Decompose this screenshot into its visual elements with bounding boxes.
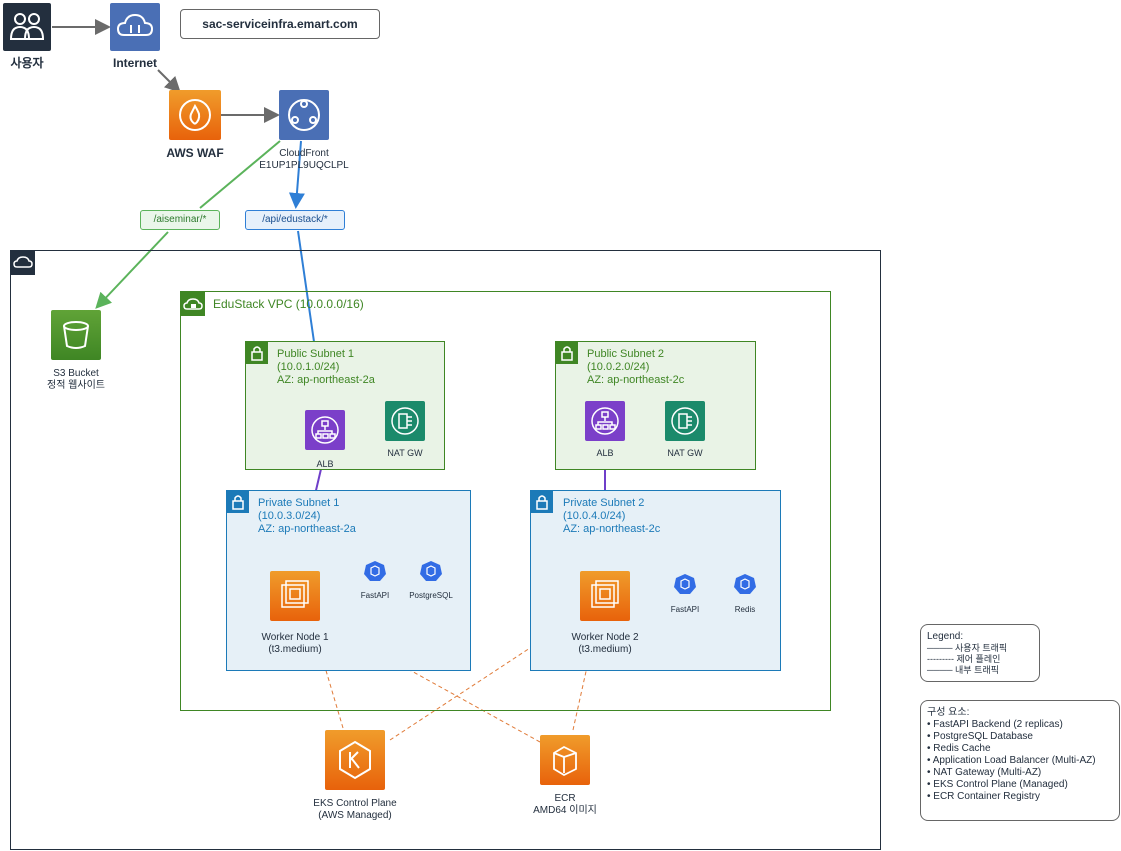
postgresql-pod-icon [420,560,442,582]
edge-cloudfront-aiseminar [199,140,281,209]
component-item: • Redis Cache [927,743,991,754]
component-item: • FastAPI Backend (2 replicas) [927,719,1063,730]
nat-1-label: NAT GW [387,448,423,458]
private-subnet-2-title-3: AZ: ap-northeast-2c [563,523,661,535]
lock-icon [531,491,553,513]
component-item: • EKS Control Plane (Managed) [927,779,1068,790]
internet-label: Internet [112,56,157,70]
worker-node-2-label-1: Worker Node 2 [571,632,639,643]
user-icon [3,3,51,51]
vpc-title: EduStack VPC (10.0.0.0/16) [213,297,364,311]
fastapi-pod-2-icon [674,573,696,595]
cloudfront-label-1: CloudFront [279,148,329,159]
postgresql-pod-label: PostgreSQL [409,591,453,600]
public-subnet-2-title-1: Public Subnet 2 [587,348,665,360]
legend-item: --------- 제어 플레인 [927,654,1001,664]
component-item: • NAT Gateway (Multi-AZ) [927,767,1042,778]
worker-node-2-label-2: (t3.medium) [578,644,632,655]
route-aiseminar: /aiseminar/* [140,210,220,230]
waf-icon [169,90,221,140]
edge-aiseminar-s3 [95,231,169,309]
lock-icon [246,342,268,364]
private-subnet-2-title-2: (10.0.4.0/24) [563,510,626,522]
alb-2-label: ALB [596,448,614,458]
redis-pod-label: Redis [734,605,756,614]
public-subnet-2-title-3: AZ: ap-northeast-2c [587,374,685,386]
component-item: • ECR Container Registry [927,791,1040,802]
internet-icon [110,3,160,51]
component-item: • PostgreSQL Database [927,731,1033,742]
public-subnet-1-title-2: (10.0.1.0/24) [277,361,340,373]
ecr-label-1: ECR [554,793,576,804]
alb-1-label: ALB [316,459,334,469]
worker-node-2-icon [580,571,630,621]
private-subnet-1-title-2: (10.0.3.0/24) [258,510,321,522]
edge-internet-waf [157,69,181,93]
fastapi-pod-1-label: FastAPI [360,591,390,600]
user-label: 사용자 [10,56,44,70]
domain-label: sac-serviceinfra.emart.com [202,17,358,31]
legend-item: ──── 내부 트래픽 [927,665,999,675]
domain-label-box: sac-serviceinfra.emart.com [180,9,380,39]
public-subnet-1-title-1: Public Subnet 1 [277,348,355,360]
lock-icon [556,342,578,364]
lock-icon [227,491,249,513]
private-subnet-1-title-1: Private Subnet 1 [258,497,340,509]
public-subnet-1: Public Subnet 1 (10.0.1.0/24) AZ: ap-nor… [245,341,445,470]
components-box: 구성 요소: • FastAPI Backend (2 replicas) • … [920,700,1120,821]
vpc-icon [181,292,205,316]
redis-pod-icon [734,573,756,595]
alb-1-icon [305,410,345,450]
cloud-icon [11,251,35,275]
nat-1-icon [385,401,425,441]
aws-cloud-frame [10,250,881,850]
vpc-group: EduStack VPC (10.0.0.0/16) [180,291,831,711]
cloudfront-label-2: E1UP1PL9UQCLPL [259,160,349,171]
s3-icon [51,310,101,360]
edge-cloudfront-edustack [288,140,305,209]
worker-node-1-label-2: (t3.medium) [268,644,322,655]
s3-label-1: S3 Bucket [53,368,99,379]
nat-2-label: NAT GW [667,448,703,458]
component-item: • Application Load Balancer (Multi-AZ) [927,755,1096,766]
s3-label-2: 정적 웹사이트 [47,380,105,391]
legend-item: ──── 사용자 트래픽 [927,643,1008,653]
legend-title: Legend: [927,631,964,642]
cloudfront-icon [279,90,329,140]
eks-label-1: EKS Control Plane [313,798,397,809]
edge-eks-node1 [319,655,344,729]
fastapi-pod-2-label: FastAPI [670,605,700,614]
ecr-icon [540,735,590,785]
legend-box: Legend: ──── 사용자 트래픽 --------- 제어 플레인 ──… [920,624,1040,682]
alb-2-icon [585,401,625,441]
eks-label-2: (AWS Managed) [318,810,392,821]
edge-ecr-node2 [572,656,592,731]
worker-node-1-icon [270,571,320,621]
fastapi-pod-1-icon [364,560,386,582]
public-subnet-1-title-3: AZ: ap-northeast-2a [277,374,375,386]
eks-icon [325,730,385,790]
ecr-label-2: AMD64 이미지 [533,805,597,816]
private-subnet-1-title-3: AZ: ap-northeast-2a [258,523,356,535]
private-subnet-2-title-1: Private Subnet 2 [563,497,645,509]
components-title: 구성 요소: [927,707,970,718]
worker-node-1-label-1: Worker Node 1 [261,632,329,643]
route-edustack: /api/edustack/* [245,210,345,230]
waf-label: AWS WAF [166,146,224,160]
public-subnet-2-title-2: (10.0.2.0/24) [587,361,650,373]
nat-2-icon [665,401,705,441]
